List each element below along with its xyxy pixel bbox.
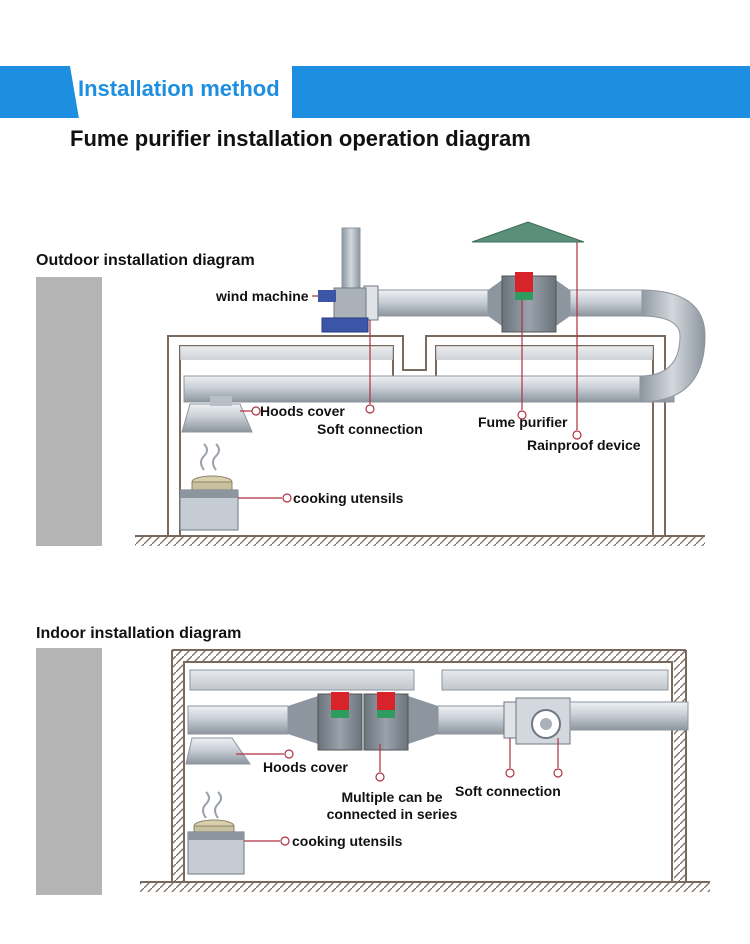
indoor-soft-connection [503, 701, 517, 739]
indoor-duct-middle [437, 705, 505, 735]
banner-title: Installation method [78, 76, 280, 101]
label-rainproof-device: Rainproof device [527, 437, 641, 453]
outdoor-u-bend [639, 289, 706, 403]
indoor-section-title: Indoor installation diagram [36, 625, 242, 642]
label-fume-purifier: Fume purifier [478, 414, 568, 430]
banner-tab [70, 66, 292, 118]
outdoor-cooking-stove [179, 443, 239, 531]
indoor-diagram [36, 648, 710, 895]
outdoor-upper-duct-left [377, 289, 489, 317]
outdoor-section-title: Outdoor installation diagram [36, 252, 255, 269]
label-multiple-line2: connected in series [326, 806, 458, 822]
indoor-cooking-stove [187, 791, 245, 875]
indoor-ground [140, 882, 710, 892]
outdoor-ground [135, 536, 705, 546]
label-hoods-cover-outdoor: Hoods cover [260, 403, 345, 419]
header-banner [0, 66, 750, 118]
indoor-exhaust-duct [569, 701, 689, 731]
indoor-hood [185, 737, 251, 765]
label-soft-connection-outdoor: Soft connection [317, 421, 423, 437]
label-cooking-utensils-indoor: cooking utensils [292, 833, 403, 849]
indoor-duct-left [187, 705, 289, 735]
outdoor-wind-machine [333, 287, 367, 319]
outdoor-inner-duct [183, 375, 675, 403]
label-multiple-line1: Multiple can be [341, 789, 443, 805]
label-wind-machine: wind machine [216, 288, 309, 304]
indoor-gray-wall [36, 648, 102, 895]
outdoor-diagram [36, 221, 706, 546]
label-soft-connection-indoor: Soft connection [455, 783, 561, 799]
outdoor-rainproof-roof [471, 221, 585, 243]
outdoor-chimney [341, 227, 361, 293]
page-title: Fume purifier installation operation dia… [70, 126, 531, 151]
label-hoods-cover-indoor: Hoods cover [263, 759, 348, 775]
label-multiple-series: Multiple can be connected in series [322, 789, 462, 823]
outdoor-hood [181, 403, 253, 433]
outdoor-upper-duct-right [569, 289, 643, 317]
label-cooking-utensils-outdoor: cooking utensils [293, 490, 404, 506]
outdoor-gray-wall [36, 277, 102, 546]
